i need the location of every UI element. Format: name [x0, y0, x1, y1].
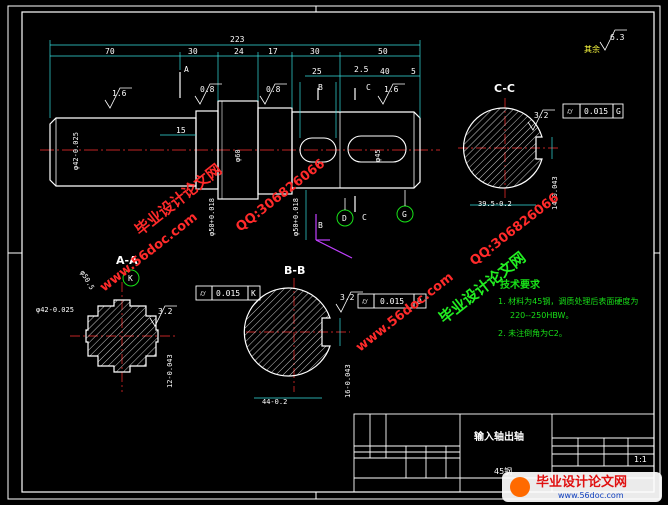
dim-30b: 30	[310, 47, 320, 56]
dia-42: φ42-0.025	[72, 132, 80, 170]
tech-line-2: 220--250HBW。	[510, 311, 573, 320]
roughness-rest-value: 6.3	[610, 33, 625, 42]
aa-key-dim: 12-0.043	[166, 354, 174, 388]
section-aa	[70, 282, 175, 392]
dim-50: 50	[378, 47, 388, 56]
dim-5: 5	[411, 67, 416, 76]
dim-17: 17	[268, 47, 278, 56]
aa-top-dim: φ50.5	[78, 269, 95, 291]
shaft-main-view	[40, 72, 440, 212]
dia-45: φ45	[374, 149, 382, 162]
bb-key-dim: 16-0.043	[344, 364, 352, 398]
roughness-7: 3.2	[340, 293, 355, 302]
tol-bb-symbol: ⌭	[362, 297, 368, 306]
cc-key-dim: 14-0.043	[551, 176, 559, 210]
inner-frame	[21, 11, 655, 493]
tol-bb-datum: D	[417, 297, 422, 306]
watermark-qq-1: QQ:306826066	[233, 156, 328, 235]
tol-bb-value: 0.015	[380, 297, 404, 306]
section-mark-b: B	[318, 83, 323, 92]
roughness-3: 0.8	[266, 85, 281, 94]
tol-aa-value: 0.015	[216, 289, 240, 298]
banner-title: 毕业设计论文网	[536, 474, 627, 490]
datum-g: G	[402, 210, 407, 219]
section-mark-c: C	[366, 83, 371, 92]
dia-60: φ60	[234, 149, 242, 162]
dim-24: 24	[234, 47, 244, 56]
tech-requirements: 技术要求 1. 材料为45钢，调质处理后表面硬度为 220--250HBW。 2…	[498, 278, 638, 338]
tol-cc-value: 0.015	[584, 107, 608, 116]
tech-heading: 技术要求	[500, 278, 541, 291]
title-scale: 1:1	[634, 455, 647, 464]
datum-k: K	[128, 274, 133, 283]
roughness-1: 1.6	[112, 89, 127, 98]
section-title-aa: A-A	[116, 254, 138, 267]
dim-total: 223	[230, 35, 245, 44]
dim-15: 15	[176, 126, 186, 135]
cc-width-dim: 39.5-0.2	[478, 200, 512, 208]
roughness-2: 0.8	[200, 85, 215, 94]
dim-70: 70	[105, 47, 115, 56]
bb-width-dim: 44-0.2	[262, 398, 287, 406]
section-title-bb: B-B	[284, 264, 305, 277]
section-bb	[243, 278, 350, 399]
main-dimensions	[49, 40, 421, 240]
section-mark-b2: B	[318, 221, 323, 230]
site-banner: 毕业设计论文网 www.56doc.com	[502, 472, 662, 502]
tol-cc-datum: G	[616, 107, 621, 116]
roughness-rest-label: 其余	[584, 44, 600, 54]
section-mark-c2: C	[362, 213, 367, 222]
dia-50-right: φ50+0.018	[292, 198, 300, 236]
roughness-5: 3.2	[534, 111, 549, 120]
datum-d: D	[342, 214, 347, 223]
dim-2-5: 2.5	[354, 65, 369, 74]
section-title-cc: C-C	[494, 82, 515, 95]
tech-line-3: 2. 未注倒角为C2。	[498, 328, 567, 338]
tol-aa-symbol: ⌭	[200, 289, 206, 298]
outer-frame	[7, 5, 661, 500]
dim-25: 25	[312, 67, 322, 76]
roughness-6: 3.2	[158, 307, 173, 316]
tech-line-1: 1. 材料为45钢，调质处理后表面硬度为	[498, 296, 638, 306]
title-part-name: 输入轴出轴	[474, 430, 524, 443]
banner-url: www.56doc.com	[558, 491, 624, 500]
roughness-4: 1.6	[384, 85, 399, 94]
dia-50-left: φ50+0.018	[208, 198, 216, 236]
dim-40: 40	[380, 67, 390, 76]
title-material: 45钢	[494, 466, 512, 476]
section-mark-a: A	[184, 65, 189, 74]
aa-dia-dim: φ42-0.025	[36, 306, 74, 314]
tol-aa-datum: K	[251, 289, 256, 298]
tol-cc-symbol: ⌭	[567, 107, 573, 116]
dim-30a: 30	[188, 47, 198, 56]
section-cc	[458, 98, 560, 206]
